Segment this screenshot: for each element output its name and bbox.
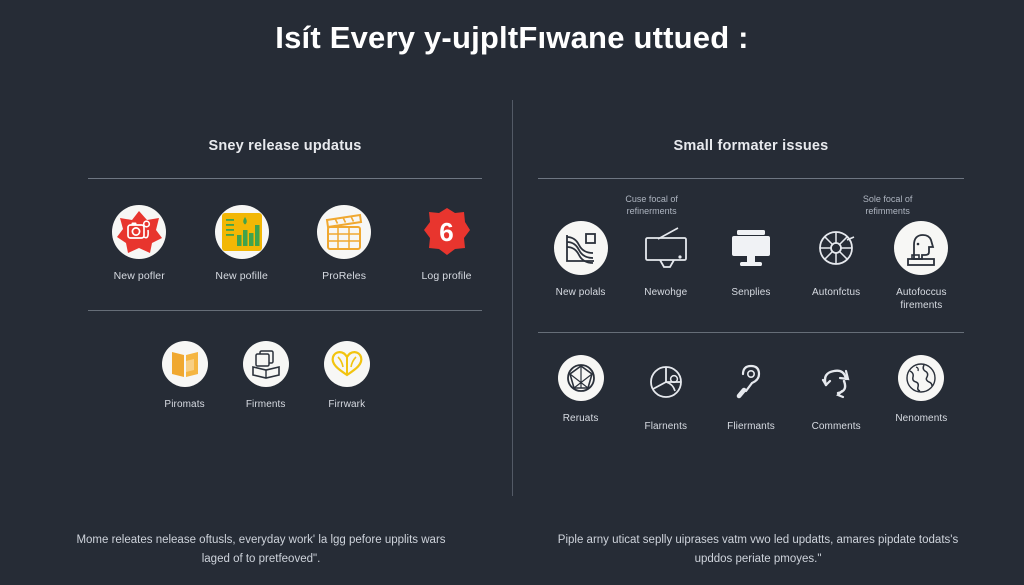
left-item-label: ProReles	[322, 270, 367, 282]
right-item-label: Autofoccus firements	[896, 287, 947, 312]
right-item-fliermants[interactable]: Fliermants	[708, 355, 793, 433]
right-item-senplies[interactable]: Senplies	[708, 221, 793, 299]
head-bust-icon	[894, 221, 949, 276]
question-hook-icon	[724, 355, 778, 409]
red-star-camera-icon	[112, 205, 167, 259]
right-item-autofoccus-firements[interactable]: Autofoccus firements	[879, 221, 964, 312]
left-item-label: New pofille	[215, 270, 268, 282]
right-panel: Small formater issues Cuse focal of refi…	[512, 132, 1024, 585]
calendar-clapper-icon	[317, 205, 372, 259]
right-item-new-polals[interactable]: New polals	[538, 221, 623, 299]
left-item-new-pofille[interactable]: New pofille	[190, 205, 292, 284]
left-item-label: Firrwark	[328, 398, 366, 410]
open-book-icon	[323, 340, 370, 387]
polygon-circle-icon	[557, 355, 604, 402]
right-subcaption: Cuse focal of refinerments	[625, 194, 678, 217]
right-item-autonfctus[interactable]: Autonfctus	[794, 221, 879, 299]
right-item-label: Senplies	[731, 287, 771, 299]
right-item-label: Autonfctus	[812, 287, 861, 299]
left-item-proreles[interactable]: ProReles	[293, 205, 395, 284]
left-item-firments[interactable]: Firments	[225, 340, 306, 411]
pie-segments-icon	[639, 355, 693, 409]
left-panel: Sney release updatus New po	[0, 132, 512, 585]
layered-chart-icon	[553, 221, 608, 276]
right-item-label: Reruats	[562, 413, 599, 425]
right-item-reruats[interactable]: Reruats	[538, 355, 623, 425]
left-item-label: Piromats	[164, 398, 205, 410]
left-footer-text: Mome releates nelease oftusls, everyday …	[76, 534, 446, 566]
left-item-piromats[interactable]: Piromats	[144, 340, 225, 411]
left-middle-rule	[88, 309, 482, 311]
globe-icon	[898, 355, 945, 402]
right-item-label: New polals	[555, 287, 606, 299]
left-item-new-pofler[interactable]: New pofler	[88, 205, 190, 284]
left-item-log-profile[interactable]: 6 Log profile	[395, 205, 497, 284]
left-icon-row-1: New pofler	[88, 205, 482, 284]
right-item-label: Newohge	[644, 287, 688, 299]
right-icon-row-2: Reruats Flarnents	[538, 355, 964, 433]
right-item-flarnents[interactable]: Flarnents	[623, 355, 708, 433]
left-heading-rule	[88, 178, 482, 179]
right-middle-rule	[538, 332, 964, 334]
right-item-nenoments[interactable]: Nenoments	[879, 355, 964, 425]
right-heading-rule	[538, 178, 964, 179]
right-section-heading: Small formater issues	[673, 138, 829, 154]
monitor-icon	[724, 221, 778, 275]
right-item-label: Flarnents	[644, 421, 688, 433]
vertical-divider	[512, 100, 513, 496]
right-item-newohge[interactable]: Newohge	[623, 221, 708, 299]
book-screen-icon	[242, 340, 289, 387]
right-subcaptions: Cuse focal of refinerments Sole focal of…	[538, 193, 964, 217]
left-item-firrwark[interactable]: Firrwark	[306, 340, 387, 411]
right-item-label: Nenoments	[895, 413, 948, 425]
right-subcaption: Sole focal of refimments	[862, 194, 913, 217]
tv-antenna-icon	[639, 221, 693, 275]
sync-arrows-icon	[809, 355, 863, 409]
left-item-label: Log profile	[421, 270, 472, 282]
left-section-heading: Sney release updatus	[208, 138, 362, 154]
left-item-label: Firments	[245, 398, 286, 410]
right-item-label: Fliermants	[727, 421, 775, 433]
right-item-comments[interactable]: Comments	[794, 355, 879, 433]
right-icon-row-1: New polals Newohge	[538, 221, 964, 312]
notification-count-badge-icon: 6	[420, 205, 474, 259]
badge-count: 6	[439, 216, 454, 247]
bar-chart-icon	[214, 205, 269, 259]
right-item-label: Comments	[811, 421, 861, 433]
columns-container: Sney release updatus New po	[0, 132, 1024, 585]
open-folder-icon	[161, 340, 208, 387]
page-title: Isít Every y-ujpltFıwane uttued :	[275, 20, 749, 55]
left-icon-row-2: Piromats Firments	[88, 340, 482, 411]
left-item-label: New pofler	[113, 270, 165, 282]
right-footer-text: Piple arny uticat seplly uiprases vatm v…	[557, 534, 959, 566]
aperture-wheel-icon	[809, 221, 863, 275]
